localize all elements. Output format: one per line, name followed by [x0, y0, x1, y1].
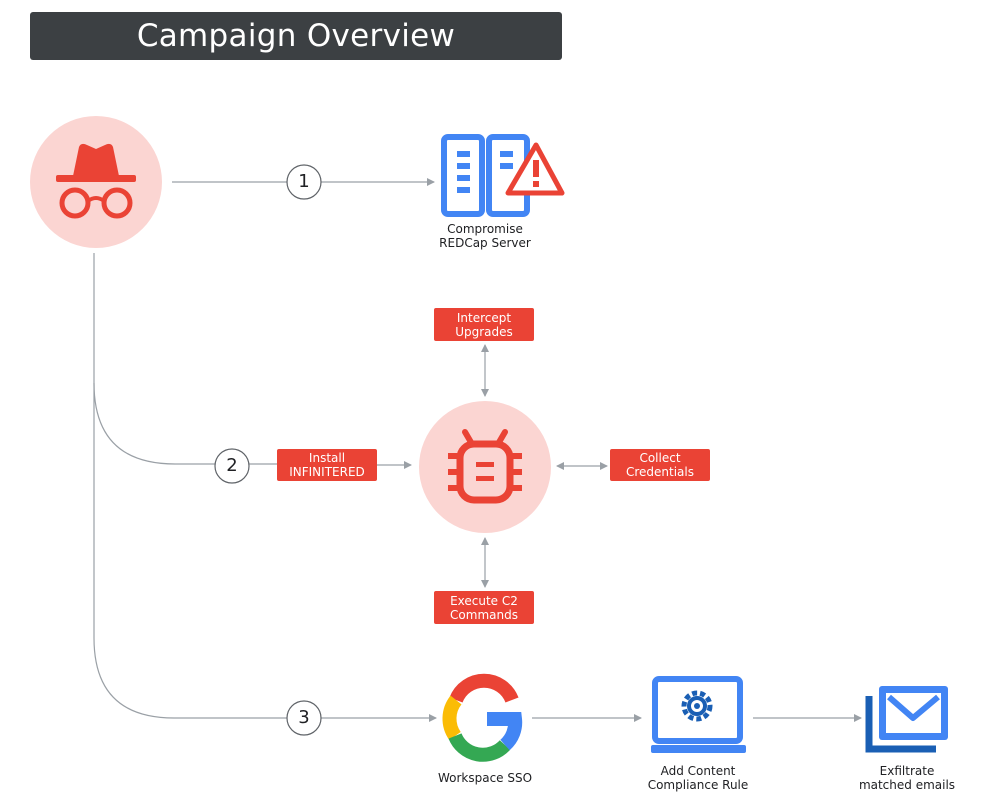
step-3-label: 3 [298, 707, 310, 728]
envelope-icon [865, 686, 948, 753]
title-banner: Campaign Overview [30, 12, 562, 60]
workspace-sso-caption: Workspace SSO [437, 771, 533, 785]
google-g-icon [442, 673, 523, 762]
page-title: Campaign Overview [136, 18, 456, 54]
connector-trunk-step3 [93, 383, 287, 719]
install-infinitered-box: Install INFINITERED [277, 449, 377, 481]
laptop-gear-icon [651, 676, 746, 753]
step-2-label: 2 [226, 455, 238, 476]
step-1-circle [286, 164, 322, 200]
server-warning-icon [441, 134, 565, 217]
collect-credentials-box: Collect Credentials [610, 449, 710, 481]
bug-icon [419, 401, 551, 533]
exfiltrate-caption: Exfiltrate matched emails [858, 764, 956, 792]
redcap-server-caption: Compromise REDCap Server [439, 222, 531, 250]
step-1-label: 1 [298, 171, 310, 192]
step-3-circle [286, 700, 322, 736]
step-2-circle [214, 448, 250, 484]
execute-c2-box: Execute C2 Commands [434, 591, 534, 624]
compliance-rule-caption: Add Content Compliance Rule [647, 764, 749, 792]
incognito-spy-icon [30, 116, 162, 248]
intercept-upgrades-box: Intercept Upgrades [434, 308, 534, 341]
connector-trunk-step2 [93, 253, 215, 465]
